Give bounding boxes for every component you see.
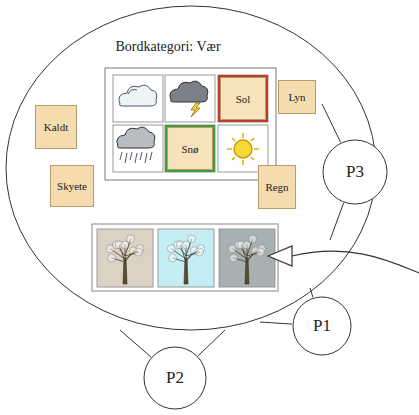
participant-circle: P2 — [143, 346, 207, 410]
word-card: Lyn — [278, 80, 316, 114]
rain-icon — [117, 127, 155, 163]
pointer-head — [268, 246, 292, 266]
view-line — [322, 104, 341, 142]
storm-icon — [170, 81, 208, 117]
view-line — [330, 203, 344, 240]
table-circle: Bordkategori: VærSol LynKaldtSnøSkyete Reg… — [5, 5, 377, 331]
circle-outline — [144, 347, 206, 409]
tree-strip — [92, 224, 278, 291]
card-grid — [105, 68, 276, 180]
tree-foliage — [169, 254, 177, 262]
tree-foliage — [108, 254, 116, 262]
tree-figures — [106, 235, 265, 284]
grid-cell — [113, 125, 163, 172]
tree-foliage — [134, 248, 142, 256]
view-line — [120, 330, 151, 357]
tree-foliage — [230, 254, 238, 262]
participant-label: P2 — [166, 368, 184, 388]
tree-foliage — [256, 248, 264, 256]
view-line — [310, 288, 313, 297]
participant-circle: P3 — [322, 139, 388, 205]
view-line — [198, 330, 225, 356]
tree-tile — [158, 229, 214, 287]
pointer-curve — [292, 251, 419, 273]
circle-outline — [293, 297, 351, 355]
tree-tile — [97, 229, 153, 287]
word-card: Skyete — [50, 165, 94, 207]
placed-card: Sol — [218, 75, 268, 122]
placed-card: Snø — [165, 125, 215, 172]
tree-foliage — [127, 235, 135, 243]
cloud-icon — [119, 85, 157, 106]
card-label: Snø — [181, 143, 198, 155]
card-label: Regn — [265, 181, 288, 193]
word-card: Regn — [258, 165, 296, 209]
grid-cell — [165, 125, 215, 172]
table-heading: Bordkategori: Vær — [115, 39, 220, 55]
tree-foliage — [195, 248, 203, 256]
view-line — [260, 322, 292, 324]
sun-icon — [227, 133, 259, 165]
tree-tile — [219, 229, 275, 287]
circle-outline — [323, 140, 387, 204]
participant-label: P1 — [313, 316, 331, 336]
grid-cell — [165, 75, 215, 122]
grid-cell — [113, 75, 163, 122]
tree-foliage — [188, 235, 196, 243]
card-label: Kaldt — [44, 121, 68, 133]
participant-circle: P1 — [292, 296, 352, 356]
card-label: Sol — [236, 93, 251, 105]
word-card: Kaldt — [35, 105, 77, 149]
card-label: Skyete — [57, 180, 87, 192]
table-outline — [6, 6, 376, 330]
participant-label: P3 — [346, 162, 364, 182]
tree-foliage — [249, 235, 257, 243]
card-label: Lyn — [288, 91, 305, 103]
grid-cell — [218, 75, 268, 122]
